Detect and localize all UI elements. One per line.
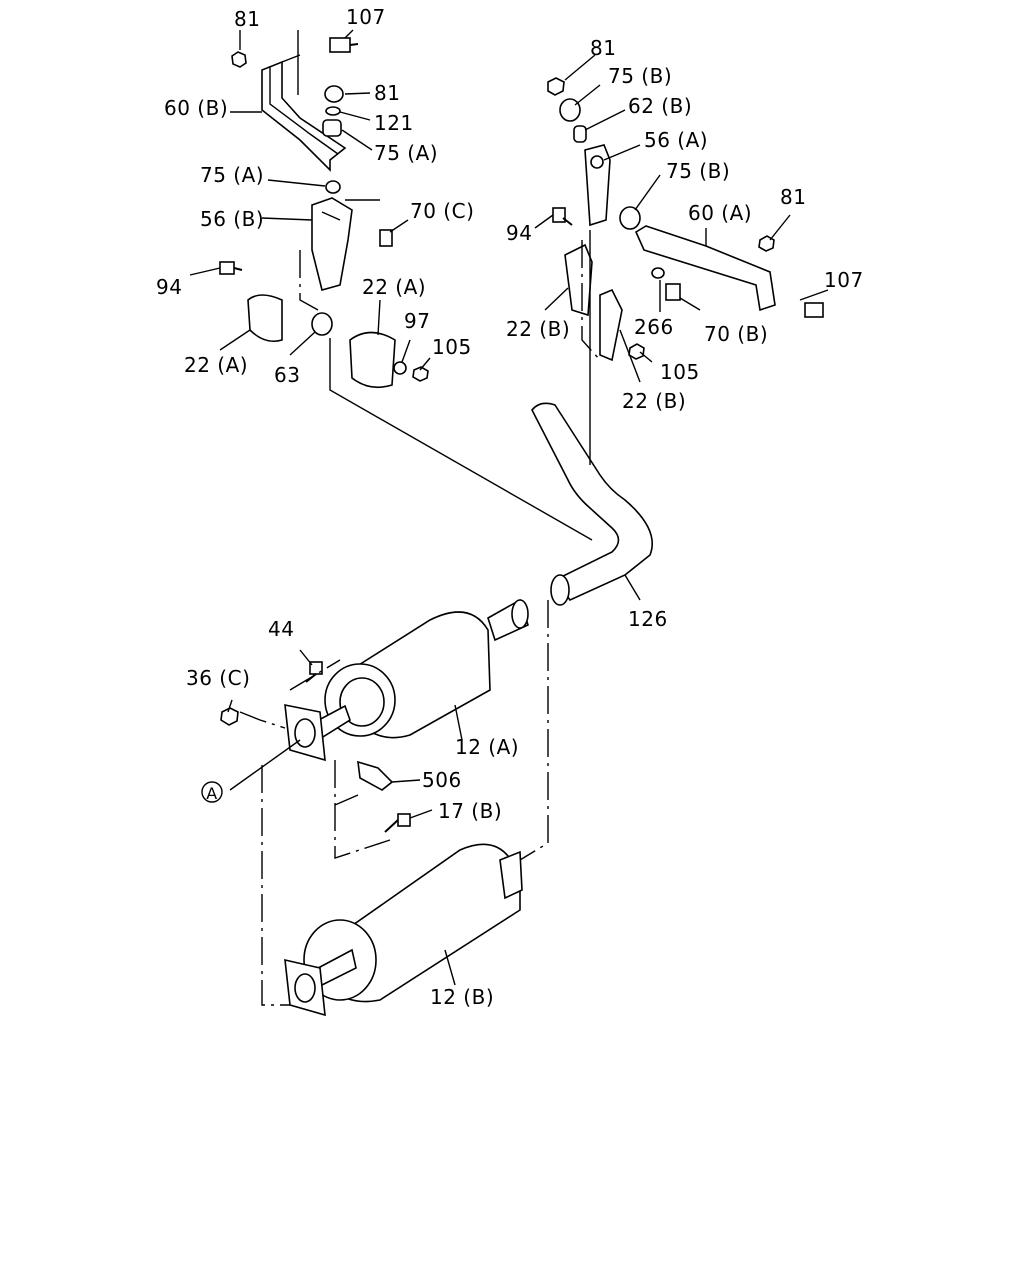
label-60a: 60 (A)	[688, 201, 752, 225]
flange-b	[284, 958, 326, 1017]
rubber-75b-a	[559, 98, 581, 122]
clamp-22a-left	[247, 294, 283, 343]
label-107-a: 107	[346, 5, 386, 29]
callout-marker-a-text: A	[206, 784, 217, 803]
cap-nut-81-b	[324, 85, 344, 103]
label-94-a: 94	[156, 275, 182, 299]
bolt-94-b	[552, 207, 573, 226]
nut-105-b	[628, 343, 645, 360]
clamp-22b-left	[564, 243, 593, 317]
nut-36c	[220, 707, 239, 726]
label-60b: 60 (B)	[164, 96, 228, 120]
bracket-56b	[311, 197, 380, 291]
label-56b: 56 (B)	[200, 207, 264, 231]
label-12a: 12 (A)	[455, 735, 519, 759]
bolt-94-a	[219, 261, 243, 275]
rubber-75b-b	[619, 206, 641, 230]
label-81-c: 81	[590, 36, 616, 60]
label-70c: 70 (C)	[410, 199, 474, 223]
label-105-b: 105	[660, 360, 700, 384]
label-70b: 70 (B)	[704, 322, 768, 346]
rubber-75a-b	[325, 180, 341, 194]
hanger-bracket-60a	[634, 225, 776, 312]
label-44: 44	[268, 617, 294, 641]
label-121: 121	[374, 111, 414, 135]
label-506: 506	[422, 768, 462, 792]
bolt-70b	[665, 283, 681, 301]
label-107-b: 107	[824, 268, 864, 292]
bolt-107-a	[329, 37, 359, 53]
exhaust-pipe-126	[531, 402, 654, 606]
label-75b-a: 75 (B)	[608, 64, 672, 88]
muffler-12a	[298, 598, 529, 747]
label-56a: 56 (A)	[644, 128, 708, 152]
washer-266	[651, 267, 665, 279]
clamp-506	[357, 760, 394, 791]
leader-lines	[189, 29, 829, 1006]
muffler-12b	[303, 843, 523, 1003]
callout-marker-a: A	[201, 781, 223, 803]
label-94-b: 94	[506, 221, 532, 245]
bushing-63	[311, 312, 333, 336]
label-75a-a: 75 (A)	[374, 141, 438, 165]
spacer-62b	[573, 125, 587, 143]
bracket-56a	[584, 144, 611, 227]
label-105-a: 105	[432, 335, 472, 359]
label-63: 63	[274, 363, 300, 387]
label-97: 97	[404, 309, 430, 333]
bolt-70c	[379, 229, 393, 247]
label-22a-a: 22 (A)	[362, 275, 426, 299]
nut-81-a	[231, 51, 247, 68]
label-36c: 36 (C)	[186, 666, 250, 690]
label-81-a: 81	[234, 7, 260, 31]
label-22b-a: 22 (B)	[506, 317, 570, 341]
label-266: 266	[634, 315, 674, 339]
label-17b: 17 (B)	[438, 799, 502, 823]
nut-105-a	[412, 366, 429, 382]
part-labels: 81 107 81 60 (B) 121 75 (A) 75 (A) 56 (B…	[156, 5, 864, 1009]
label-62b: 62 (B)	[628, 94, 692, 118]
clamp-22a-right	[349, 331, 396, 389]
label-22a-b: 22 (A)	[184, 353, 248, 377]
label-126: 126	[628, 607, 668, 631]
washer-97	[393, 361, 407, 375]
washer-121	[325, 106, 341, 116]
flange-a	[284, 704, 326, 762]
label-81-d: 81	[780, 185, 806, 209]
label-75b-b: 75 (B)	[666, 159, 730, 183]
hanger-bracket-60b	[261, 30, 347, 172]
nut-81-c	[547, 77, 565, 96]
bolt-107-b	[804, 302, 824, 318]
rubber-75a-a	[322, 119, 342, 137]
label-75a-b: 75 (A)	[200, 163, 264, 187]
label-22b-b: 22 (B)	[622, 389, 686, 413]
label-12b: 12 (B)	[430, 985, 494, 1009]
clamp-22b-right	[599, 288, 623, 362]
label-81-b: 81	[374, 81, 400, 105]
bolt-17b	[384, 813, 411, 833]
